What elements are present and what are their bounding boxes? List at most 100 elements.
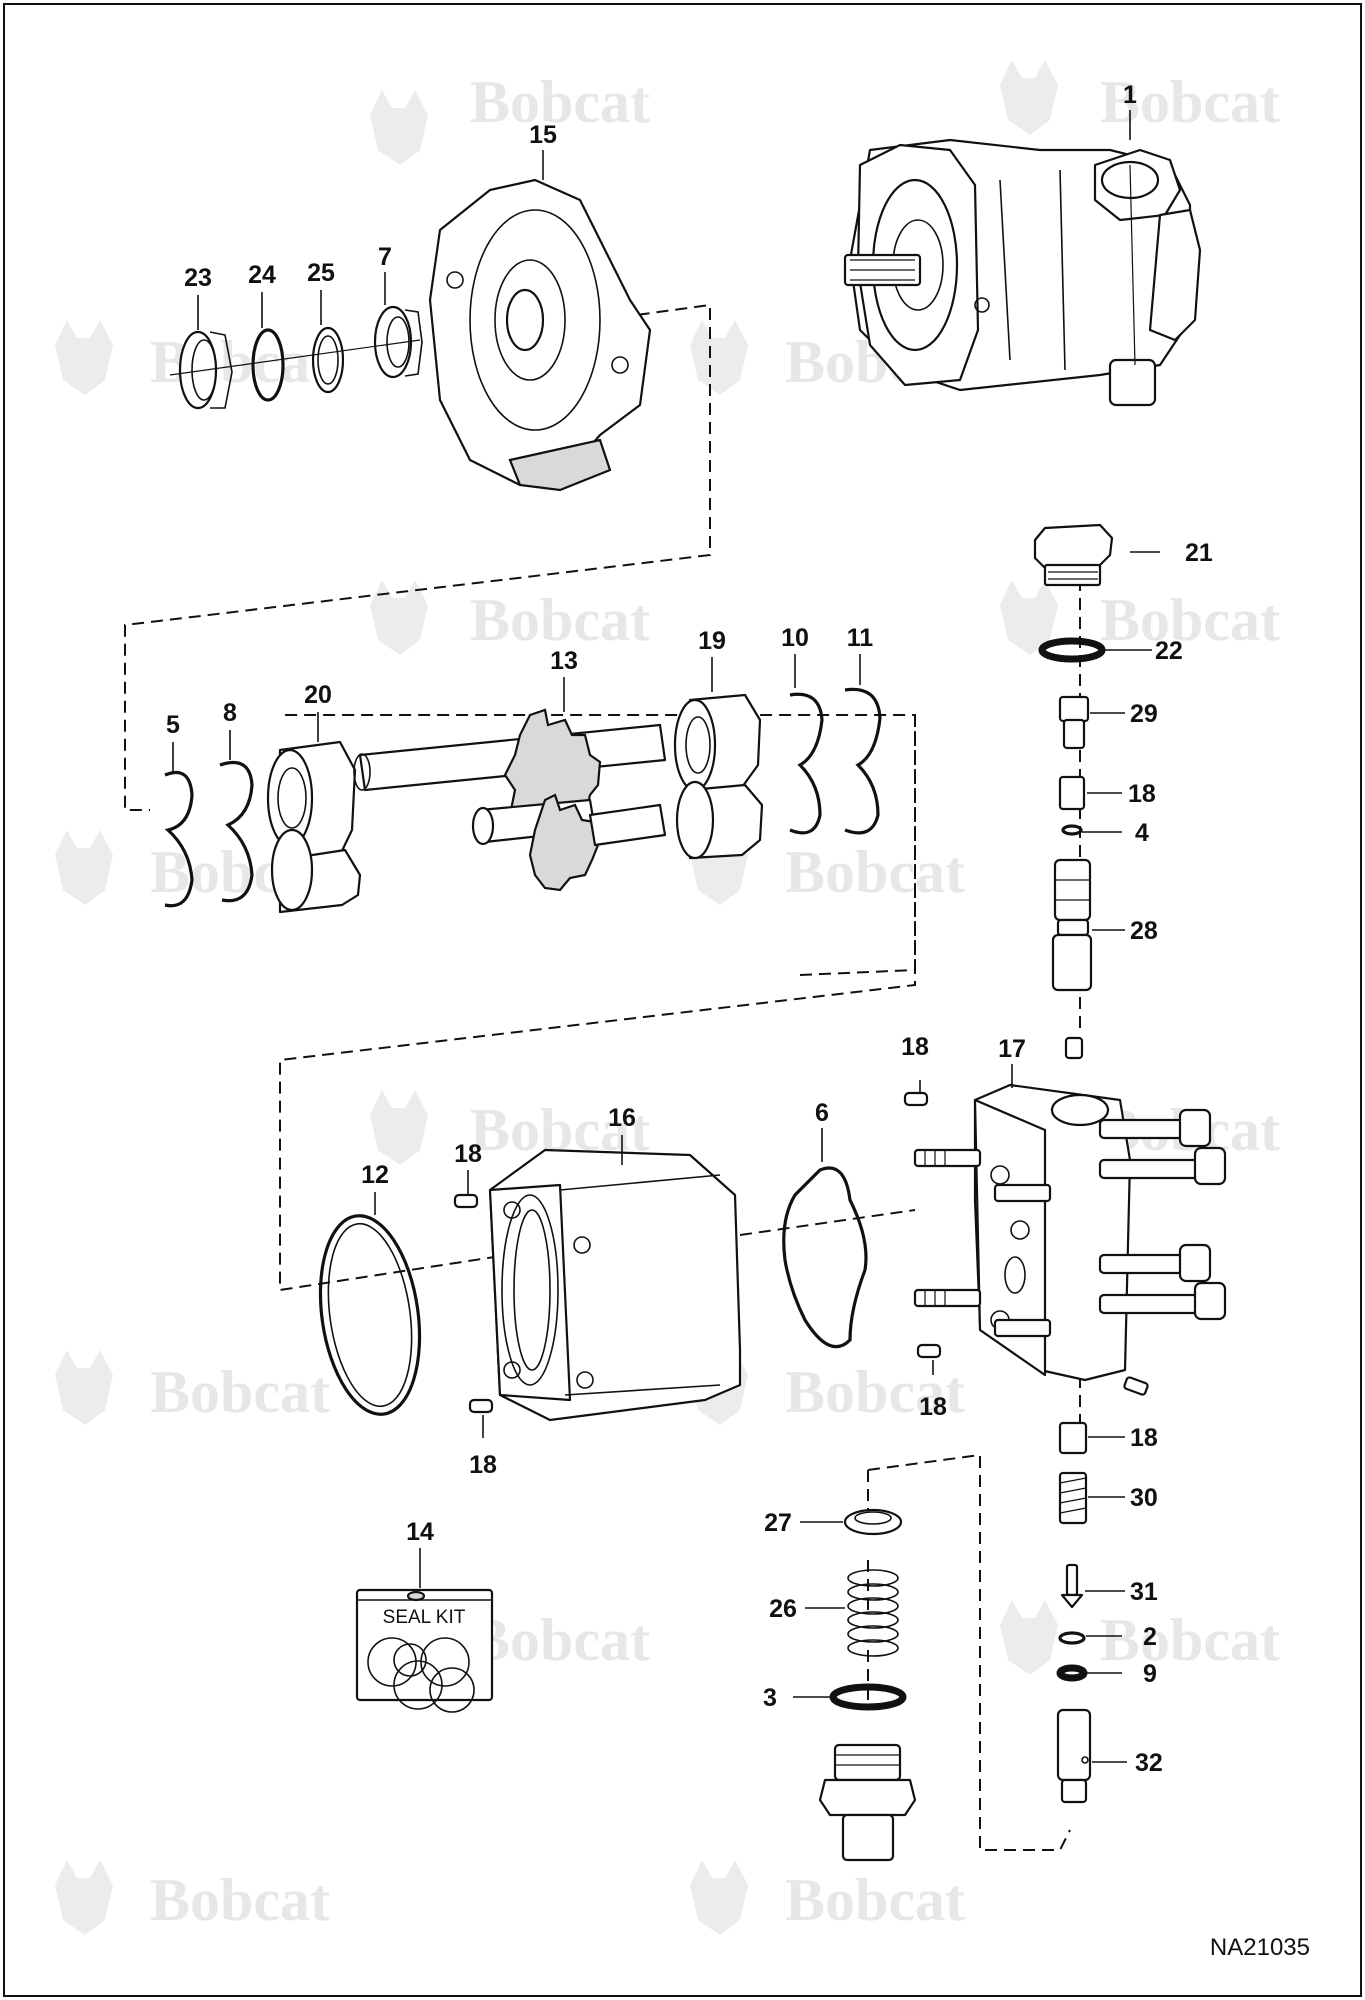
part-3-o-ring	[829, 1683, 907, 1711]
watermark-text: Bobcat	[785, 1359, 965, 1425]
part-24-snap-ring	[251, 328, 285, 402]
watermark-text: Bobcat	[1100, 587, 1280, 653]
callout-6: 6	[815, 1099, 829, 1127]
part-1-gear-pump-assembly	[843, 138, 1202, 407]
part-13-gear-set	[353, 708, 667, 892]
callout-23: 23	[184, 264, 212, 292]
callout-18: 18	[469, 1451, 497, 1479]
part-8-retaining-ring	[219, 760, 254, 903]
callout-24: 24	[248, 261, 276, 289]
assembly-dashed-lines	[124, 303, 1081, 1851]
diagram-border	[3, 3, 1362, 1997]
part-5-retaining-ring	[164, 770, 194, 908]
driven-gear	[528, 793, 600, 892]
callout-26: 26	[769, 1595, 797, 1623]
callout-29: 29	[1130, 700, 1158, 728]
part-10-retaining-ring	[789, 692, 824, 835]
watermark-text: Bobcat	[150, 1867, 330, 1933]
callout-22: 22	[1155, 637, 1183, 665]
watermark-text: Bobcat	[470, 69, 650, 135]
part-28-valve-cartridge	[1051, 858, 1093, 992]
callout-18: 18	[1128, 780, 1156, 808]
watermark-text: Bobcat	[150, 1359, 330, 1425]
callout-28: 28	[1130, 917, 1158, 945]
part-27-seal-cap	[843, 1508, 903, 1536]
part-18-dowel-pin	[468, 1398, 494, 1414]
callout-18: 18	[919, 1393, 947, 1421]
part-6-end-cover-gasket	[782, 1166, 868, 1349]
part-25-washer	[311, 326, 345, 394]
part-18-dowel-pin	[453, 1193, 479, 1209]
callout-10: 10	[781, 624, 809, 652]
callout-25: 25	[307, 259, 335, 287]
callout-20: 20	[304, 681, 332, 709]
callout-9: 9	[1143, 1660, 1157, 1688]
part-18-dowel-pin	[1064, 1036, 1084, 1060]
watermark-text: Bobcat	[785, 839, 965, 905]
callout-30: 30	[1130, 1484, 1158, 1512]
callout-2: 2	[1143, 1623, 1157, 1651]
part-21-plug	[1033, 523, 1114, 587]
watermark-text: Bobcat	[150, 329, 330, 395]
set-screw	[1123, 1376, 1149, 1396]
callout-12: 12	[361, 1161, 389, 1189]
callout-labels: 1 15 23 24 25 7 21 22 29 18 4 28 5 8 20 …	[166, 81, 1213, 1777]
callout-1: 1	[1123, 81, 1137, 109]
part-23-lip-seal	[178, 330, 233, 410]
cap-screw	[1098, 1108, 1212, 1148]
callout-3: 3	[763, 1684, 777, 1712]
stud	[993, 1318, 1052, 1338]
leader-lines	[172, 110, 1160, 1763]
part-15-mounting-flange	[428, 178, 652, 492]
part-12-body-o-ring	[318, 1214, 422, 1416]
callout-21: 21	[1185, 539, 1213, 567]
stud	[913, 1148, 982, 1168]
part-2-o-ring	[1058, 1631, 1086, 1645]
part-26-spring	[847, 1569, 899, 1657]
part-30-spring	[1058, 1471, 1088, 1525]
part-18-dowel-pin	[1058, 775, 1086, 811]
part-17-end-cover	[913, 1083, 1227, 1396]
cap-screw	[1098, 1243, 1212, 1283]
callout-5: 5	[166, 711, 180, 739]
part-19-bushing-block	[673, 693, 764, 860]
callout-18: 18	[1130, 1424, 1158, 1452]
callout-18: 18	[454, 1140, 482, 1168]
cap-screw	[1098, 1281, 1227, 1321]
watermark-text: Bobcat	[470, 587, 650, 653]
part-9-o-ring	[1056, 1664, 1088, 1682]
callout-31: 31	[1130, 1578, 1158, 1606]
stud	[913, 1288, 982, 1308]
callout-8: 8	[223, 699, 237, 727]
part-4-o-ring	[1061, 824, 1083, 836]
part-18-dowel-pin	[903, 1091, 929, 1107]
watermark-text: Bobcat	[470, 1607, 650, 1673]
part-18-dowel-pin	[916, 1343, 942, 1359]
part-14-seal-kit: SEAL KIT	[355, 1588, 494, 1713]
callout-17: 17	[998, 1035, 1026, 1063]
part-31-pin	[1060, 1563, 1084, 1609]
watermark-text: Bobcat	[785, 1867, 965, 1933]
watermark-text: Bobcat	[1100, 1607, 1280, 1673]
callout-27: 27	[764, 1509, 792, 1537]
part-29-valve-poppet	[1058, 695, 1090, 750]
callout-7: 7	[378, 243, 392, 271]
part-11-retaining-ring	[844, 687, 882, 835]
seal-kit-label: SEAL KIT	[383, 1607, 466, 1628]
drawing-reference-code: NA21035	[1210, 1934, 1310, 1961]
callout-18: 18	[901, 1033, 929, 1061]
callout-16: 16	[608, 1104, 636, 1132]
port-fitting	[818, 1743, 917, 1862]
cap-screw	[1098, 1146, 1227, 1186]
callout-15: 15	[529, 121, 557, 149]
part-7-shaft-seal	[373, 305, 423, 379]
callout-14: 14	[406, 1518, 434, 1546]
part-16-gear-housing	[488, 1148, 742, 1422]
stud	[993, 1183, 1052, 1203]
callout-4: 4	[1135, 819, 1149, 847]
callout-19: 19	[698, 627, 726, 655]
callout-11: 11	[847, 624, 874, 652]
callout-32: 32	[1135, 1749, 1163, 1777]
part-20-bushing-block	[266, 740, 362, 914]
